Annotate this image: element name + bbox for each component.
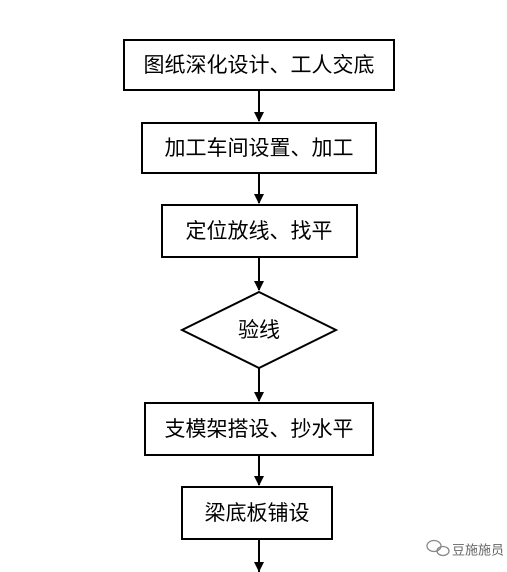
flow-step-5: 支模架搭设、抄水平 — [144, 402, 374, 456]
flow-step-4-decision: 验线 — [179, 290, 339, 370]
flow-step-3-label: 定位放线、找平 — [186, 219, 333, 243]
flow-step-1-box — [123, 39, 395, 91]
flow-step-6: 梁底板铺设 — [181, 486, 333, 540]
flow-step-2-box — [141, 122, 377, 174]
flow-step-3: 定位放线、找平 — [161, 204, 358, 258]
flow-step-2-label: 加工车间设置、加工 — [165, 136, 354, 160]
flow-step-6-box — [181, 486, 333, 540]
flow-step-5-box — [144, 402, 374, 456]
flow-step-4-label: 验线 — [238, 318, 280, 342]
flow-step-1: 图纸深化设计、工人交底 — [123, 39, 395, 91]
watermark: 豆施施员 — [426, 539, 504, 559]
flow-step-3-box — [161, 204, 358, 258]
wechat-icon — [426, 539, 450, 557]
flow-step-6-label: 梁底板铺设 — [205, 501, 310, 525]
flow-arrow-6-head — [254, 562, 264, 572]
flow-step-5-label: 支模架搭设、抄水平 — [165, 417, 354, 441]
watermark-text: 豆施施员 — [452, 544, 504, 559]
flow-step-2: 加工车间设置、加工 — [141, 122, 377, 174]
flow-step-1-label: 图纸深化设计、工人交底 — [144, 53, 375, 77]
